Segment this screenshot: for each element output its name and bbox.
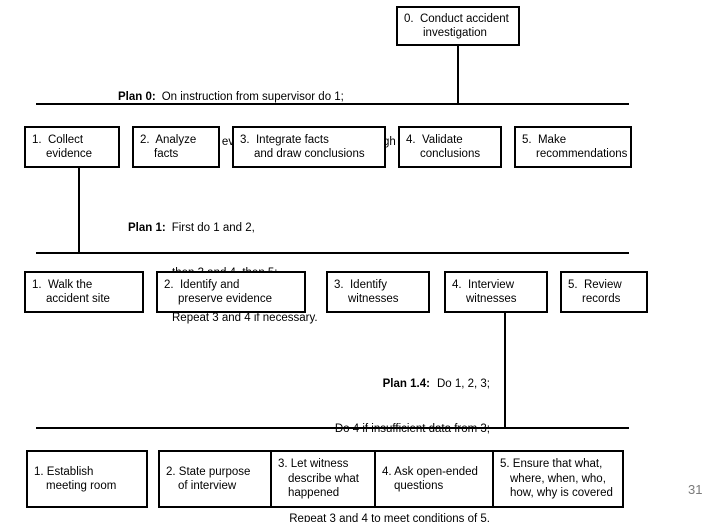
plan-1-4-text: Plan 1.4: Do 1, 2, 3; Do 4 if insufficien…: [120, 347, 490, 522]
plan-1-4-line-4: Repeat 3 and 4 to meet conditions of 5.: [289, 513, 490, 522]
plan-0-line-1: Plan 0: On instruction from supervisor do…: [118, 90, 409, 105]
task-box-1-4-1-line-1: 1. Establish: [34, 465, 94, 478]
task-box-1-5-line-2: records: [582, 293, 621, 305]
task-box-1-4-4-line-2: questions: [394, 480, 444, 492]
task-box-1-4-5-line-3: how, why is covered: [510, 487, 613, 500]
task-box-1-4-4: 4. Ask open-ended questions: [374, 450, 496, 508]
task-box-1-4-5-line-2: where, when, who,: [510, 472, 606, 485]
task-box-1-4-3: 3. Let witness describe what happened: [270, 450, 380, 508]
task-box-1-4-5-line-1: 5. Ensure that what,: [500, 458, 603, 471]
task-box-0-line-2: investigation: [423, 27, 487, 39]
task-box-1-4-3-line-3: happened: [288, 487, 340, 500]
connector-bus-level-3: [36, 427, 629, 429]
task-box-1-4-line-2: witnesses: [466, 293, 517, 305]
plan-1-line-3: Repeat 3 and 4 if necessary.: [172, 312, 318, 324]
task-box-1-1-line-2: accident site: [46, 293, 110, 305]
task-box-2: 2. Analyze facts: [132, 126, 220, 168]
task-box-1-4-1: 1. Establish meeting room: [26, 450, 148, 508]
connector-bus-level-2: [36, 252, 629, 254]
task-box-3-line-2: and draw conclusions: [254, 148, 365, 160]
task-box-1-4-4-line-1: 4. Ask open-ended: [382, 465, 478, 478]
task-box-1-3: 3. Identify witnesses: [326, 271, 430, 313]
task-box-1-4-5: 5. Ensure that what, where, when, who, h…: [492, 450, 624, 508]
task-box-1-4-2: 2. State purpose of interview: [158, 450, 280, 508]
task-box-1-5-line-1: 5. Review: [568, 278, 622, 291]
plan-1-line-1: Plan 1: First do 1 and 2,: [128, 221, 318, 236]
task-box-1-line-1: 1. Collect: [32, 133, 84, 146]
plan-0-label: Plan 0:: [118, 91, 156, 103]
task-box-1: 1. Collect evidence: [24, 126, 120, 168]
page-number: 31: [688, 482, 703, 497]
task-box-1-4-3-line-2: describe what: [288, 472, 359, 485]
task-box-1-1-line-1: 1. Walk the: [32, 278, 93, 291]
task-box-3: 3. Integrate facts and draw conclusions: [232, 126, 386, 168]
task-box-5: 5. Make recommendations: [514, 126, 632, 168]
task-box-1-1: 1. Walk the accident site: [24, 271, 144, 313]
task-box-4: 4. Validate conclusions: [398, 126, 502, 168]
task-box-1-4-2-line-2: of interview: [178, 480, 237, 492]
task-box-5-line-1: 5. Make: [522, 133, 567, 146]
plan-1-4-line-2: Do 4 if insufficient data from 3;: [334, 423, 490, 435]
task-box-1-3-line-2: witnesses: [348, 293, 399, 305]
task-box-1-5: 5. Review records: [560, 271, 648, 313]
task-box-4-line-2: conclusions: [420, 148, 481, 160]
task-box-0-line-1: 0. Conduct accident: [404, 12, 509, 25]
task-box-2-line-1: 2. Analyze: [140, 133, 197, 146]
task-box-1-4-1-line-2: meeting room: [46, 480, 117, 492]
task-box-1-line-2: evidence: [46, 148, 93, 160]
task-box-1-2-line-1: 2. Identify and: [164, 278, 240, 291]
task-box-2-line-2: facts: [154, 148, 179, 160]
plan-1-4-label: Plan 1.4:: [382, 378, 430, 390]
task-box-1-3-line-1: 3. Identify: [334, 278, 388, 291]
task-box-1-4-3-line-1: 3. Let witness: [278, 458, 349, 471]
task-box-1-4: 4. Interview witnesses: [444, 271, 548, 313]
task-box-1-4-2-line-1: 2. State purpose: [166, 465, 251, 478]
plan-1-text-1: First do 1 and 2,: [171, 222, 255, 234]
task-box-4-line-1: 4. Validate: [406, 133, 463, 146]
task-box-1-4-line-1: 4. Interview: [452, 278, 514, 291]
connector-task-1-drop: [78, 168, 80, 253]
plan-1-4-line-1: Plan 1.4: Do 1, 2, 3;: [120, 377, 490, 392]
task-box-5-line-2: recommendations: [536, 148, 628, 160]
task-box-3-line-1: 3. Integrate facts: [240, 133, 329, 146]
task-box-1-2: 2. Identify and preserve evidence: [156, 271, 306, 313]
task-box-1-2-line-2: preserve evidence: [178, 293, 272, 305]
connector-bus-level-1: [36, 103, 629, 105]
plan-0-text-1: On instruction from supervisor do 1;: [161, 91, 344, 103]
connector-root-drop: [457, 46, 459, 104]
connector-task-1-4-drop: [504, 313, 506, 428]
plan-1-4-text-1: Do 1, 2, 3;: [436, 378, 490, 390]
task-box-0: 0. Conduct accident investigation: [396, 6, 520, 46]
plan-1-label: Plan 1:: [128, 222, 166, 234]
